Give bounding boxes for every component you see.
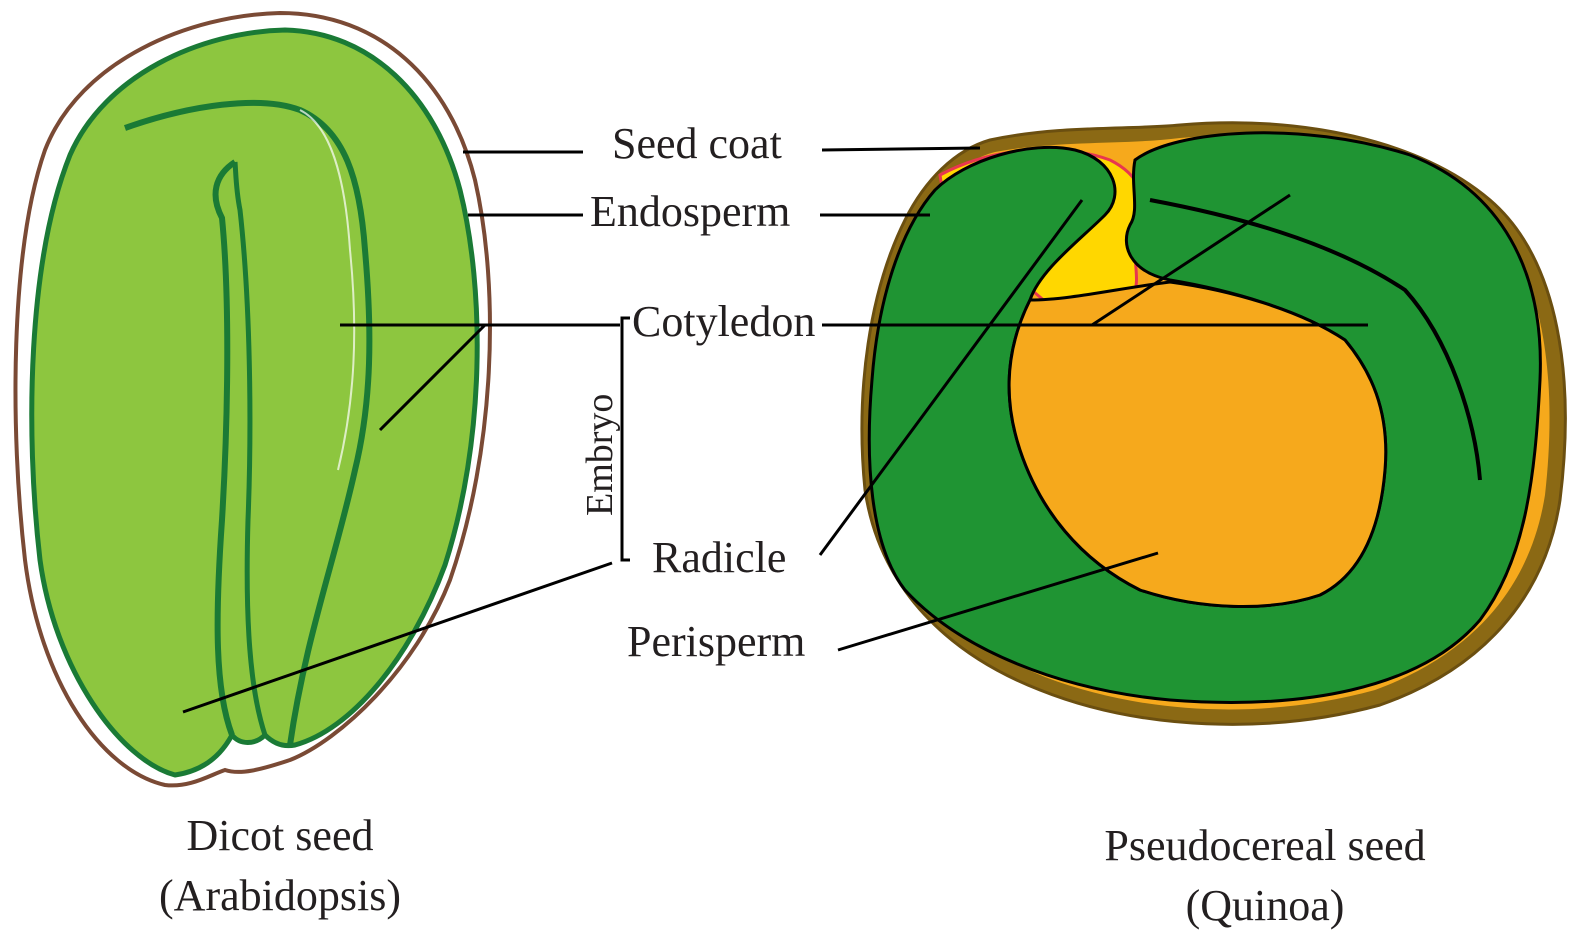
dicot-embryo xyxy=(32,30,477,775)
caption-pseudo-line1: Pseudocereal seed xyxy=(1104,821,1425,870)
label-perisperm: Perisperm xyxy=(627,617,805,666)
captions: Dicot seed (Arabidopsis) Pseudocereal se… xyxy=(159,811,1426,930)
label-radicle: Radicle xyxy=(652,533,786,582)
dicot-seed xyxy=(15,13,489,785)
caption-pseudo-line2: (Quinoa) xyxy=(1186,881,1345,930)
caption-dicot-line2: (Arabidopsis) xyxy=(159,871,401,920)
quinoa-seed xyxy=(862,123,1565,724)
leader-seed-coat-right xyxy=(822,148,980,150)
label-endosperm: Endosperm xyxy=(590,187,790,236)
caption-dicot-line1: Dicot seed xyxy=(187,811,374,860)
labels: Seed coat Endosperm Cotyledon Embryo Rad… xyxy=(579,119,815,666)
label-cotyledon: Cotyledon xyxy=(632,297,815,346)
embryo-bracket xyxy=(622,318,630,560)
label-embryo: Embryo xyxy=(579,394,621,516)
label-seed-coat: Seed coat xyxy=(612,119,782,168)
